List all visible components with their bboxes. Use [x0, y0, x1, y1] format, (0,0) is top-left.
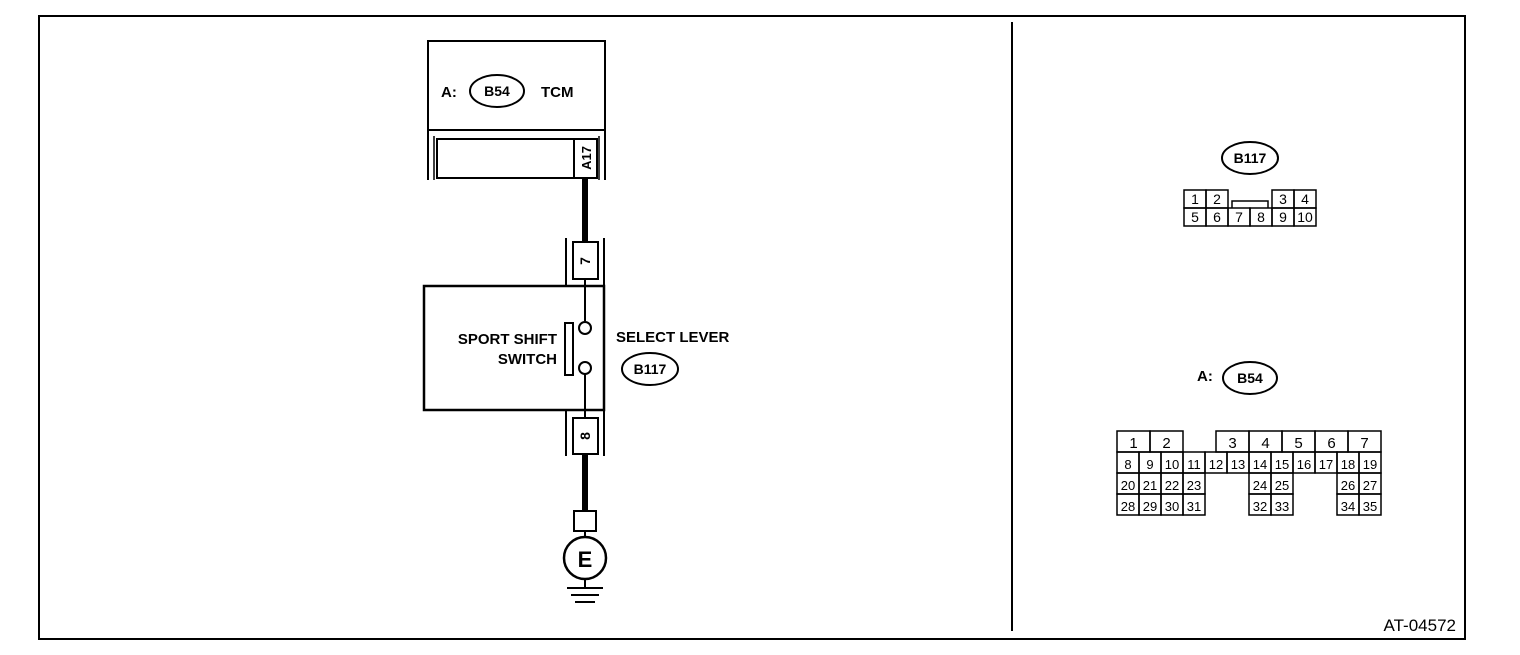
tcm-connector-label: B54: [484, 83, 510, 99]
pin-number-12: 12: [1209, 457, 1223, 472]
tcm-connector-oval: [469, 74, 525, 108]
pin-number-3: 3: [1228, 435, 1236, 452]
pin-cell: [1270, 493, 1294, 516]
pin-number-1: 1: [1191, 191, 1199, 207]
pin-number-28: 28: [1121, 499, 1135, 514]
b117-key-notch: [1231, 200, 1269, 208]
tcm-block: A: B54 TCM: [427, 40, 606, 180]
pin-number-5: 5: [1294, 435, 1302, 452]
tcm-label: TCM: [541, 84, 574, 101]
pin-number-15: 15: [1275, 457, 1289, 472]
switch-contact-lower: [578, 361, 592, 375]
pin-number-33: 33: [1275, 499, 1289, 514]
pin-cell: [1293, 207, 1317, 227]
b54-connector-oval: [1222, 361, 1278, 395]
pin-number-4: 4: [1261, 435, 1269, 452]
pin-number-14: 14: [1253, 457, 1267, 472]
b54-connector-name: B54: [1237, 370, 1263, 386]
b117-connector-oval: [1221, 141, 1279, 175]
pin-number-30: 30: [1165, 499, 1179, 514]
pin-number-3: 3: [1279, 191, 1287, 207]
pin-number-2: 2: [1213, 191, 1221, 207]
pin-number-31: 31: [1187, 499, 1201, 514]
pin-number-9: 9: [1279, 209, 1287, 225]
select-lever-connector-oval: [621, 352, 679, 386]
b54-prefix: A:: [1197, 368, 1213, 385]
pin-cell: [1358, 493, 1382, 516]
pin-number-35: 35: [1363, 499, 1377, 514]
figure-id: AT-04572: [1384, 616, 1456, 635]
select-lever-label: SELECT LEVER: [616, 329, 730, 346]
terminal-8: 8: [577, 432, 593, 440]
b117-connector-name: B117: [1234, 150, 1267, 166]
pin-number-13: 13: [1231, 457, 1245, 472]
pin-number-19: 19: [1363, 457, 1377, 472]
tcm-connector-strip: [436, 138, 598, 179]
pin-number-18: 18: [1341, 457, 1355, 472]
ground-symbol: E: [562, 510, 608, 603]
pin-number-21: 21: [1143, 478, 1157, 493]
pin-number-6: 6: [1213, 209, 1221, 225]
pin-number-24: 24: [1253, 478, 1267, 493]
pin-number-8: 8: [1257, 209, 1265, 225]
pin-number-32: 32: [1253, 499, 1267, 514]
pin-number-2: 2: [1162, 435, 1170, 452]
diagram-frame: [38, 15, 1466, 640]
pin-number-4: 4: [1301, 191, 1309, 207]
switch-label-line2: SWITCH: [498, 351, 557, 368]
pin-number-26: 26: [1341, 478, 1355, 493]
switch-actuator: [564, 322, 574, 376]
pin-number-6: 6: [1327, 435, 1335, 452]
pin-number-11: 11: [1187, 457, 1201, 472]
pin-number-22: 22: [1165, 478, 1179, 493]
pin-number-23: 23: [1187, 478, 1201, 493]
sport-shift-switch-box: SPORT SHIFT SWITCH: [422, 279, 606, 418]
pin-number-7: 7: [1235, 209, 1243, 225]
pin-number-17: 17: [1319, 457, 1333, 472]
ground-label: E: [578, 547, 593, 572]
terminal-7: 7: [577, 257, 593, 265]
pin-cell: [1182, 493, 1206, 516]
switch-label-line1: SPORT SHIFT: [458, 331, 557, 348]
pin-number-16: 16: [1297, 457, 1311, 472]
connector-pin-7: 7: [565, 238, 605, 286]
pin-number-27: 27: [1363, 478, 1377, 493]
pin-number-10: 10: [1165, 457, 1179, 472]
pin-number-29: 29: [1143, 499, 1157, 514]
pin-number-1: 1: [1129, 435, 1137, 452]
pin-number-9: 9: [1146, 457, 1153, 472]
pin-number-34: 34: [1341, 499, 1355, 514]
pin-number-20: 20: [1121, 478, 1135, 493]
pin-number-8: 8: [1124, 457, 1131, 472]
pin-number-5: 5: [1191, 209, 1199, 225]
switch-contact-upper: [578, 321, 592, 335]
pin-number-25: 25: [1275, 478, 1289, 493]
pin-number-10: 10: [1297, 209, 1313, 225]
pin-number-7: 7: [1360, 435, 1368, 452]
tcm-prefix: A:: [441, 84, 457, 101]
select-lever-connector-label: B117: [634, 361, 667, 377]
terminal-a17: A17: [579, 146, 594, 170]
